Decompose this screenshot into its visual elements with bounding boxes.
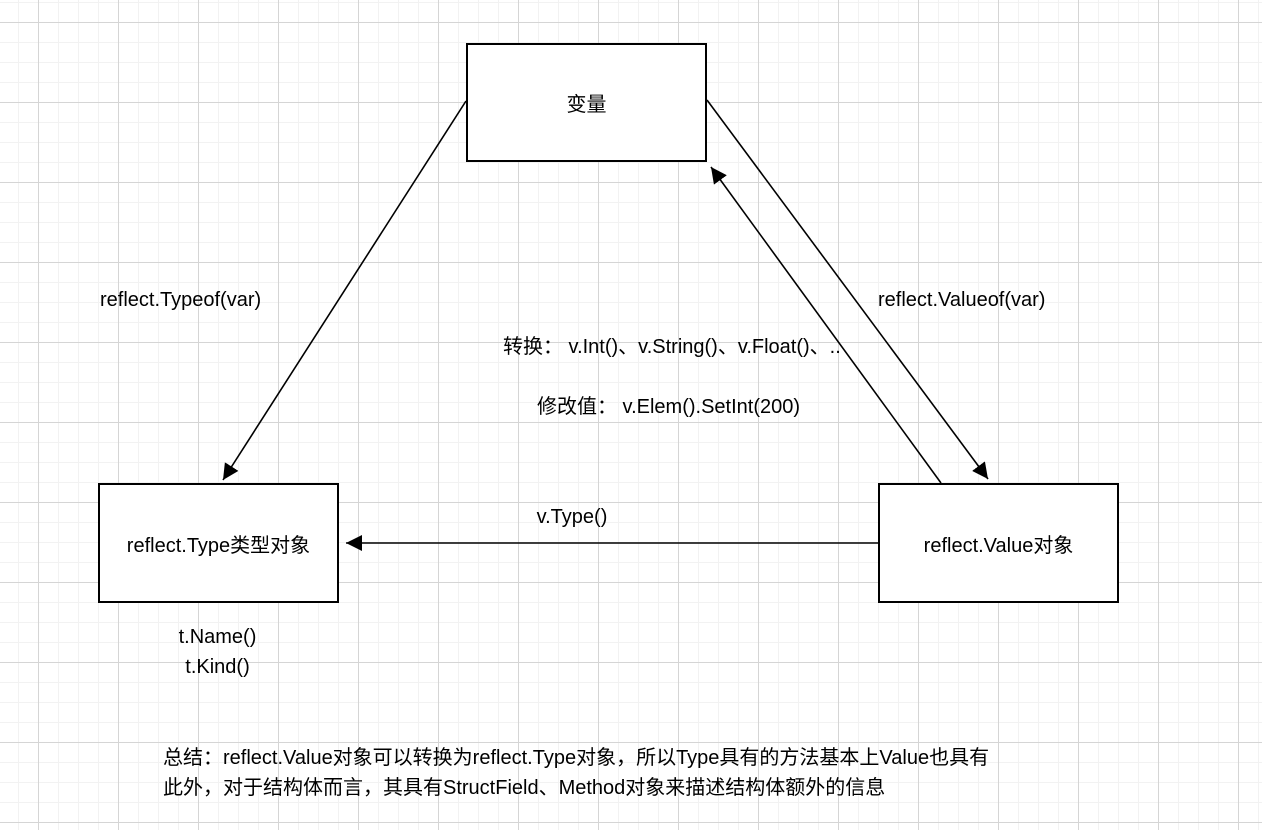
node-reflect-value: reflect.Value对象 <box>878 483 1119 603</box>
edge-value-to-variable-arrow <box>710 166 942 484</box>
annotation-t-kind: t.Kind() <box>185 656 250 678</box>
edge-valueof-arrow <box>706 99 989 480</box>
annotation-convert: 转换： v.Int()、v.String()、v.Float()、.. <box>503 336 841 358</box>
summary-text: 总结：reflect.Value对象可以转换为reflect.Type对象，所以… <box>163 743 989 803</box>
summary-line-1: 总结：reflect.Value对象可以转换为reflect.Type对象，所以… <box>163 747 990 769</box>
summary-line-2: 此外，对于结构体而言，其具有StructField、Method对象来描述结构体… <box>163 777 886 799</box>
edge-label-typeof: reflect.Typeof(var) <box>100 289 262 311</box>
node-variable: 变量 <box>466 43 707 162</box>
annotation-modify-value: 修改值： v.Elem().SetInt(200) <box>537 396 801 418</box>
node-reflect-type: reflect.Type类型对象 <box>98 483 339 603</box>
node-reflect-value-label: reflect.Value对象 <box>923 534 1074 557</box>
edge-typeof-arrow <box>222 100 467 481</box>
edge-label-valueof: reflect.Valueof(var) <box>878 289 1046 311</box>
node-reflect-type-label: reflect.Type类型对象 <box>126 534 311 557</box>
annotation-t-name: t.Name() <box>178 626 257 648</box>
edge-label-vtype: v.Type() <box>536 506 608 528</box>
node-variable-label: 变量 <box>566 94 607 116</box>
